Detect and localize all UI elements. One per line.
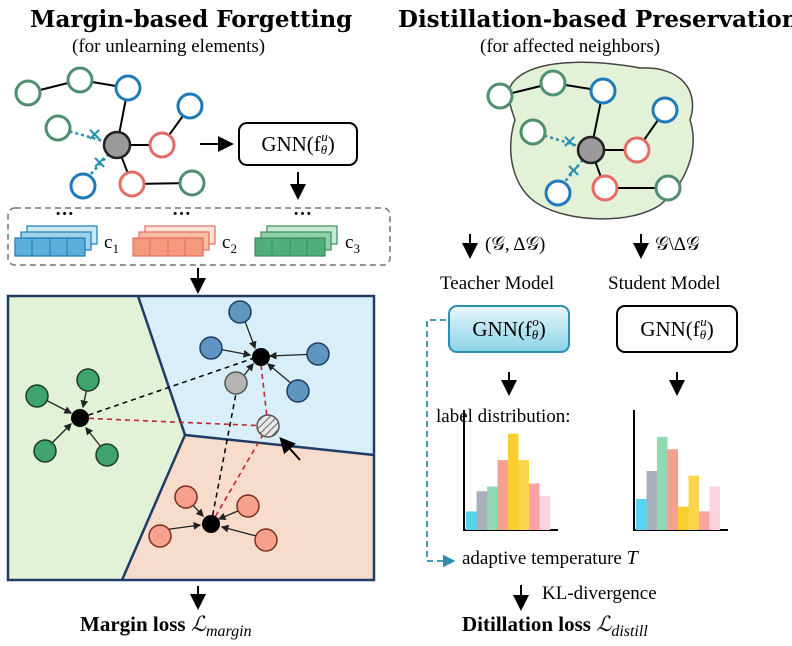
cluster-node — [254, 528, 278, 552]
kl-divergence-label: KL-divergence — [542, 583, 657, 604]
cluster-node — [306, 342, 330, 366]
cluster-node — [236, 494, 260, 518]
distribution-bar — [518, 460, 529, 530]
svg-text:×: × — [92, 152, 107, 173]
proto2-cluster — [148, 485, 278, 552]
cluster-node — [286, 379, 310, 403]
teacher-temperature-connector — [426, 319, 456, 568]
unlearned-node — [224, 371, 248, 395]
graph-node — [69, 172, 97, 200]
student-model-label: Student Model — [608, 273, 721, 294]
cluster-node — [199, 336, 223, 360]
graph-node — [178, 169, 206, 197]
distribution-bar — [646, 471, 657, 530]
cluster-node — [25, 384, 49, 408]
distribution-bar — [688, 475, 699, 530]
distribution-bar — [636, 498, 647, 530]
proto2-center — [202, 515, 220, 533]
svg-text:×: × — [566, 160, 581, 181]
adaptive-temperature-label: adaptive temperature T — [462, 547, 638, 569]
graph-node — [114, 74, 142, 102]
cluster-node — [174, 485, 198, 509]
proto3-center — [71, 409, 89, 427]
right-title: Distillation-based Preservation — [398, 6, 792, 33]
teacher-model-label: Teacher Model — [440, 273, 555, 294]
graph-node-target — [102, 130, 132, 160]
proto1-center — [252, 348, 270, 366]
prototype-tensor-c2 — [132, 225, 216, 257]
graph-node — [118, 170, 146, 198]
graph-node — [14, 79, 42, 107]
svg-text:×: × — [562, 131, 577, 152]
distribution-bar — [476, 491, 487, 530]
cluster-label-1: c1 — [104, 232, 119, 256]
student-label-distribution-chart — [633, 410, 728, 531]
cluster-node — [76, 368, 100, 392]
left-graph: × × — [14, 66, 206, 200]
margin-loss-label: Margin loss ℒmargin — [80, 612, 252, 641]
cluster-node — [33, 439, 57, 463]
teacher-input-label: (𝒢, Δ𝒢) — [485, 234, 546, 255]
prototype-tensor-c1 — [14, 225, 98, 257]
gnn-sub: θ — [320, 142, 328, 158]
teacher-label-distribution-chart — [463, 410, 558, 531]
distribution-bar — [508, 433, 519, 530]
label-distribution-label: label distribution: — [436, 406, 571, 427]
cluster-label-3: c3 — [345, 232, 360, 256]
dots-2: ··· — [172, 204, 192, 225]
distribution-bar — [466, 511, 477, 530]
gnn-sup: u — [321, 129, 328, 145]
distribution-bar — [497, 460, 508, 530]
right-subtitle: (for affected neighbors) — [480, 36, 661, 57]
region-map — [6, 294, 376, 582]
graph-node — [44, 114, 72, 142]
dots-3: ··· — [293, 204, 313, 225]
graph-node — [66, 66, 94, 94]
proto1-cluster — [199, 300, 330, 403]
cluster-node — [95, 443, 119, 467]
distribution-bar — [699, 511, 710, 530]
distribution-bar — [667, 449, 678, 530]
cluster-node — [228, 300, 252, 324]
prototype-tensor-c3 — [254, 225, 338, 257]
left-title: Margin-based Forgetting — [30, 6, 353, 33]
cluster-label-2: c2 — [222, 232, 237, 256]
distribution-bar — [539, 495, 550, 530]
gnn-label: GNN(f — [261, 131, 321, 156]
proto3-cluster — [25, 368, 119, 467]
graph-node — [176, 92, 204, 120]
distill-loss-label: Ditillation loss ℒdistill — [462, 612, 648, 641]
left-subtitle: (for unlearning elements) — [72, 36, 266, 57]
distribution-bar — [657, 436, 668, 530]
svg-text:×: × — [87, 124, 102, 145]
dots-1: ··· — [55, 204, 75, 225]
distribution-bar — [709, 486, 720, 530]
graph-node — [148, 131, 176, 159]
distribution-bar — [487, 486, 498, 530]
student-input-label: 𝒢\Δ𝒢 — [655, 234, 700, 255]
right-graph: × × — [486, 61, 694, 220]
prototype-container — [7, 207, 391, 266]
generalization-target-node — [256, 414, 280, 438]
gen-target-arrow — [279, 437, 301, 461]
distribution-bar — [529, 483, 540, 530]
cluster-node — [148, 524, 172, 548]
distribution-bar — [678, 506, 689, 530]
